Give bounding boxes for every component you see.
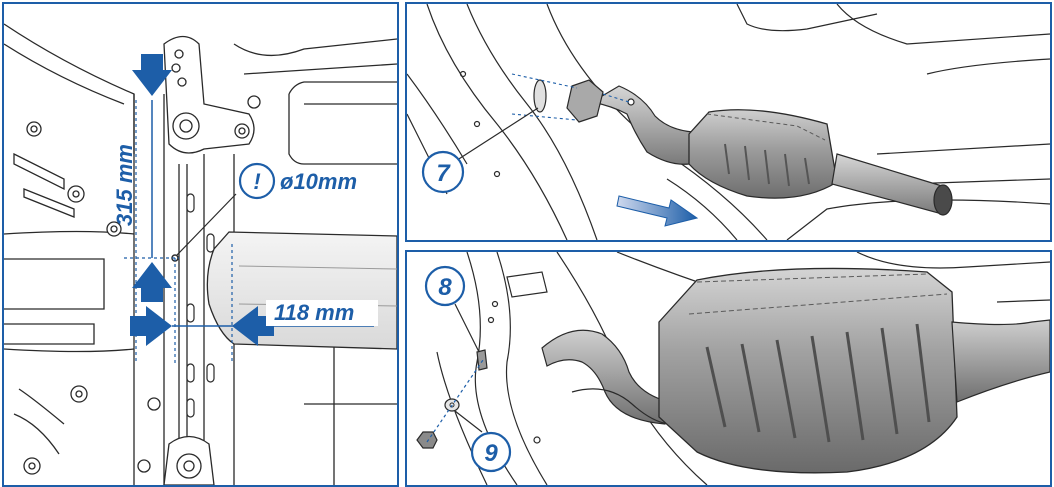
outlet-pipe: [951, 319, 1050, 403]
heat-shield: [206, 231, 397, 350]
assembly-line: [426, 359, 484, 443]
callout-9-number: 9: [484, 440, 498, 467]
fastener-panel: 8 9: [405, 250, 1052, 487]
arrow-down-icon: [132, 54, 172, 96]
callout-7-number: 7: [436, 160, 451, 187]
callout-leader: [176, 193, 237, 256]
stud-bolt: [476, 349, 488, 371]
callout-9-badge: [470, 431, 512, 473]
dimension-label-bg: [266, 300, 378, 326]
inlet-pipe: [590, 85, 694, 165]
dimension-label-315: 315 mm: [112, 144, 137, 226]
arrow-up-icon: [132, 262, 172, 302]
measurement-panel: 315 mm 118 mm ! ø10mm: [2, 2, 399, 487]
callout-8-badge: [424, 265, 466, 307]
callout-7-leader: [450, 107, 539, 165]
assembly-lines: [511, 73, 630, 121]
catalytic-converter: [688, 109, 838, 199]
warning-symbol: !: [253, 169, 260, 194]
warning-icon: [238, 162, 276, 200]
arrow-left-icon: [232, 306, 274, 346]
arrow-right-icon: [130, 306, 172, 346]
callout-8-number: 8: [438, 274, 452, 301]
hole-diameter-label: ø10mm: [280, 169, 357, 194]
nut: [416, 431, 438, 449]
mount-brackets: [23, 35, 261, 485]
callout-9-leader: [454, 410, 483, 433]
callout-label-bg: [254, 167, 382, 195]
converter-drawing-top: 7: [407, 4, 1050, 240]
callout-7-badge: [421, 150, 465, 194]
rail-holes: [186, 193, 215, 418]
dimension-label-118: 118 mm: [274, 300, 354, 325]
inlet-pipe: [541, 329, 670, 425]
underbody-drawing: 315 mm 118 mm ! ø10mm: [4, 23, 397, 485]
gasket: [533, 79, 547, 113]
callout-8-leader: [454, 303, 480, 353]
pipe-flange: [566, 79, 604, 123]
converter-install-panel: 7: [405, 2, 1052, 242]
reference-lines: [124, 100, 233, 364]
converter-drawing-bottom: 8 9: [416, 252, 1050, 485]
catalytic-converter: [658, 267, 958, 474]
direction-arrow-icon: [616, 195, 699, 227]
